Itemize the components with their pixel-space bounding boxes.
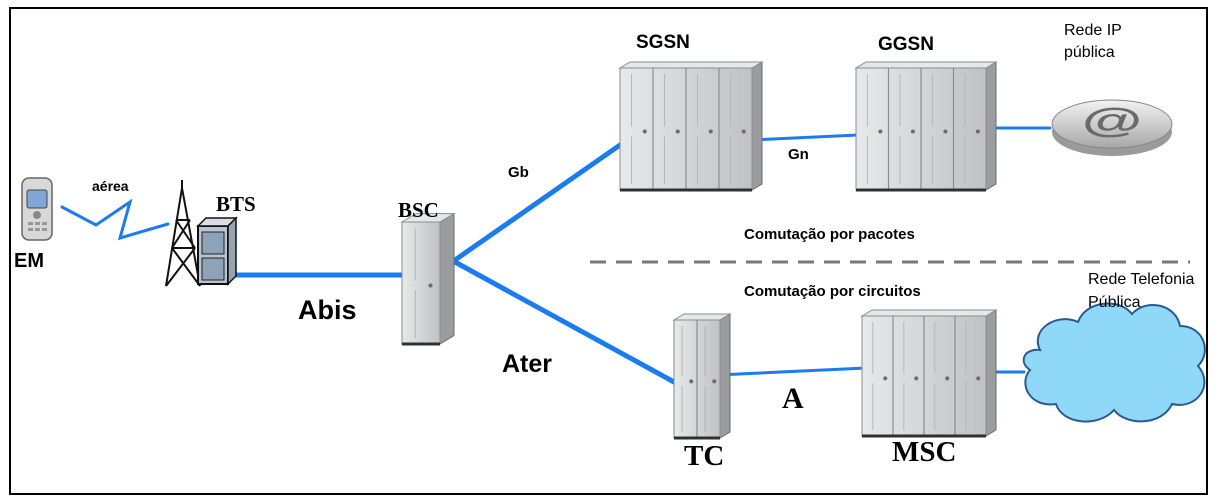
gb-label: Gb (508, 164, 529, 181)
ater-label: Ater (502, 350, 553, 378)
rede-ip-label-line1: Rede IP (1064, 22, 1122, 39)
sgsn-rack (618, 61, 764, 192)
gn-link (750, 133, 860, 142)
circuit-switching-label: Comutação por circuitos (744, 283, 921, 300)
bsc-label: BSC (398, 198, 439, 222)
mobile-phone-icon (21, 177, 53, 241)
svg-text:@: @ (1082, 101, 1142, 139)
a-link (716, 366, 868, 377)
air-link (60, 198, 170, 241)
tc-label: TC (684, 440, 725, 472)
ater-link (452, 259, 677, 385)
a-interface-label: A (782, 382, 804, 415)
sgsn-label: SGSN (636, 32, 690, 53)
tc-rack (672, 313, 732, 440)
rede-telefonia-label-line2: Pública (1088, 294, 1141, 311)
ggsn-label: GGSN (878, 34, 934, 55)
rede-ip-label-line2: pública (1064, 44, 1115, 61)
links (60, 126, 1052, 385)
msc-label: MSC (892, 436, 957, 468)
at-sign-globe-icon: @ (1051, 99, 1173, 156)
antenna-tower-icon (165, 180, 201, 287)
bsc-rack (400, 212, 456, 346)
ggsn-rack (854, 61, 998, 192)
rede-telefonia-label-line1: Rede Telefonia (1088, 271, 1195, 288)
bts-label: BTS (216, 192, 256, 216)
abis-label: Abis (298, 295, 357, 325)
equipment-racks (400, 61, 998, 440)
bts-cabinet (196, 216, 238, 286)
aerea-label: aérea (92, 178, 129, 194)
gn-label: Gn (788, 146, 809, 163)
cloud-icon (1022, 302, 1206, 423)
em-label: EM (14, 250, 44, 272)
packet-switching-label: Comutação por pacotes (744, 226, 915, 243)
msc-rack (860, 309, 998, 438)
gb-link (452, 142, 623, 263)
